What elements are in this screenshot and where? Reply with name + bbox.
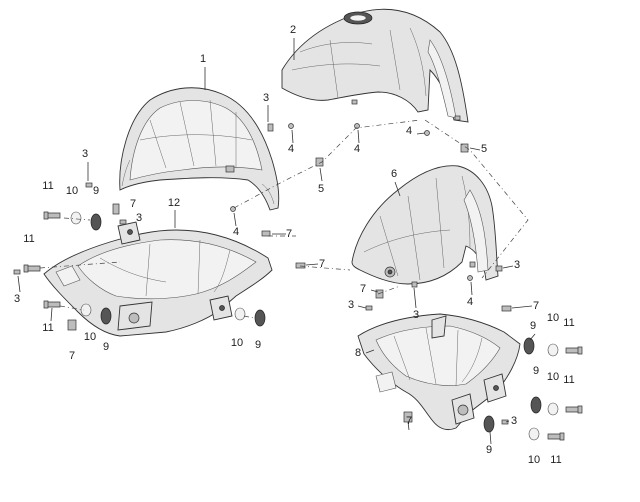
callout-c10f: 10 <box>528 454 540 466</box>
leader-lines <box>17 38 536 445</box>
callout-c10c: 10 <box>231 337 243 349</box>
callout-c11e: 11 <box>563 374 574 386</box>
callout-c4b: 4 <box>354 143 360 155</box>
callout-c4d: 4 <box>233 226 239 238</box>
callout-c10d: 10 <box>547 312 559 324</box>
callout-c5a: 5 <box>481 143 487 155</box>
callout-c7g: 7 <box>406 415 412 427</box>
callout-c9f: 9 <box>486 444 492 456</box>
callout-c3h: 3 <box>511 415 517 427</box>
callout-c5b: 5 <box>318 183 324 195</box>
callout-c9a: 9 <box>93 185 99 197</box>
callout-c7a: 7 <box>130 198 136 210</box>
part-6-rear-cover <box>351 165 499 285</box>
callout-c10e: 10 <box>547 371 559 383</box>
callout-c3b: 3 <box>82 148 88 160</box>
callout-c2: 2 <box>290 24 296 36</box>
callout-c7d: 7 <box>69 350 75 362</box>
callout-c3e: 3 <box>514 259 520 271</box>
callout-c3d: 3 <box>14 293 20 305</box>
callout-c3a: 3 <box>263 92 269 104</box>
part-8-rear-lower-frame <box>357 313 521 431</box>
callout-c4c: 4 <box>406 125 412 137</box>
callout-c7f: 7 <box>533 300 539 312</box>
callout-c1: 1 <box>200 53 206 65</box>
callout-c9e: 9 <box>533 365 539 377</box>
callout-c11f: 11 <box>550 454 561 466</box>
callout-c3g: 3 <box>413 309 419 321</box>
callout-c12: 12 <box>168 197 180 209</box>
callout-c11b: 11 <box>23 233 34 245</box>
hardware-bolts-washers-grommets <box>23 211 583 441</box>
callout-c11d: 11 <box>563 317 574 329</box>
callout-c7c: 7 <box>319 258 325 270</box>
callout-c10a: 10 <box>66 185 78 197</box>
assembly-lines <box>39 119 529 319</box>
callout-c4a: 4 <box>288 143 294 155</box>
part-12-lower-frame <box>43 221 273 337</box>
callout-c11c: 11 <box>42 322 53 334</box>
callout-c7b: 7 <box>286 228 292 240</box>
callout-c6: 6 <box>391 168 397 180</box>
callout-c4e: 4 <box>467 296 473 308</box>
part-1-front-cover <box>119 87 280 211</box>
callout-c3f: 3 <box>348 299 354 311</box>
hardware-screws <box>13 123 512 425</box>
callout-c7e: 7 <box>360 283 366 295</box>
part-2-upper-cover <box>281 8 469 123</box>
callout-c9b: 9 <box>103 341 109 353</box>
callout-c11a: 11 <box>42 180 53 192</box>
callout-c9c: 9 <box>255 339 261 351</box>
callout-c10b: 10 <box>84 331 96 343</box>
callout-c9d: 9 <box>530 320 536 332</box>
callout-c8: 8 <box>355 347 361 359</box>
callout-c3c: 3 <box>136 212 142 224</box>
